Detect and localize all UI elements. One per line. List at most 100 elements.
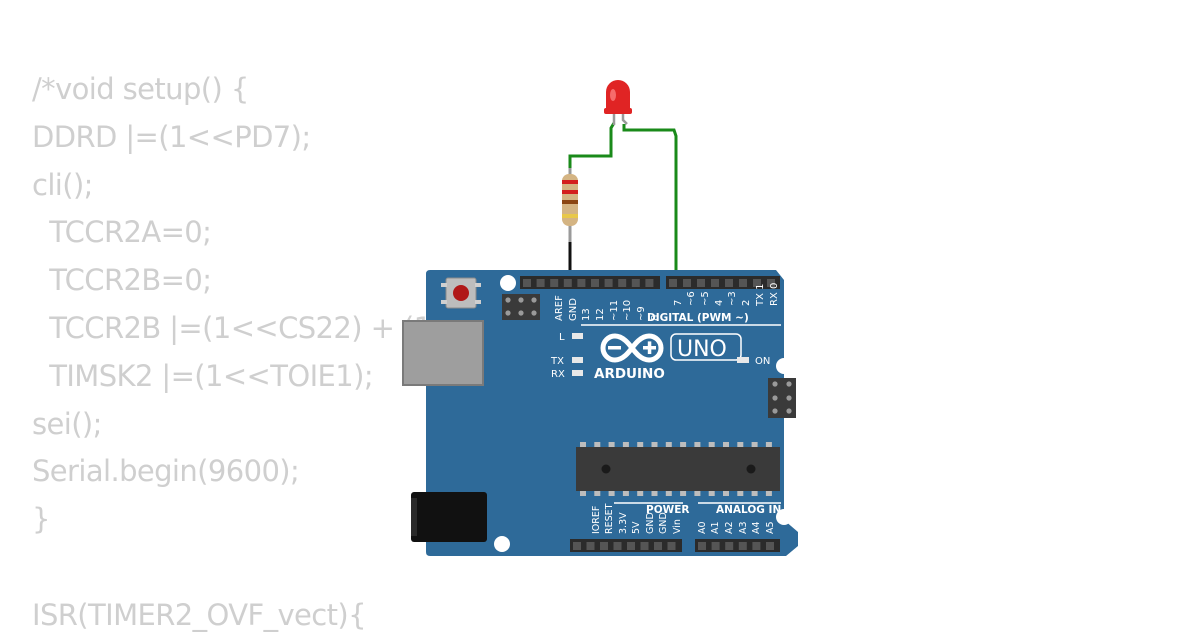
tx-led-label: TX [550, 356, 564, 367]
pin-label: 3.3V [618, 512, 629, 534]
header-pin-socket[interactable] [645, 279, 654, 287]
header-pin-socket[interactable] [739, 279, 747, 287]
header-pin-socket[interactable] [667, 542, 676, 550]
pin-label: ~9 [636, 306, 647, 321]
header-pin-socket[interactable] [600, 542, 608, 550]
header-pin-socket[interactable] [613, 542, 622, 550]
pin-label: A2 [724, 521, 735, 534]
led[interactable] [604, 80, 632, 125]
header-pin-socket[interactable] [669, 279, 677, 287]
header-pin-socket[interactable] [631, 279, 640, 287]
pin-label: 12 [595, 308, 606, 321]
digital-header-left[interactable] [520, 276, 660, 289]
header-pin-socket[interactable] [550, 279, 559, 287]
header-pin-socket[interactable] [627, 542, 635, 550]
header-pin-socket[interactable] [683, 279, 691, 287]
pin-label: RX 0 [769, 283, 780, 306]
header-pin-socket[interactable] [725, 542, 734, 550]
chip-leg [723, 442, 729, 448]
chip-leg [594, 442, 601, 448]
analog-header[interactable] [695, 539, 780, 552]
pin-label: 8 [650, 315, 661, 321]
header-pin-socket[interactable] [577, 279, 586, 287]
header-pin-socket[interactable] [752, 542, 761, 550]
pin-label: A1 [710, 521, 721, 534]
header-pin-socket[interactable] [523, 279, 531, 287]
header-pin-socket[interactable] [604, 279, 613, 287]
header-pin-socket[interactable] [725, 279, 733, 287]
digital-header-right[interactable] [666, 276, 780, 289]
header-pin-socket[interactable] [698, 542, 706, 550]
rx-led-label: RX [551, 369, 565, 380]
chip-leg [680, 442, 687, 448]
code-line: sei(); [32, 406, 102, 441]
chip-leg [751, 442, 758, 448]
pin-label: ~11 [609, 300, 620, 321]
chip-leg [751, 490, 758, 496]
header-pin-socket[interactable] [536, 279, 545, 287]
header-pin-socket[interactable] [711, 279, 719, 287]
header-pin-socket[interactable] [654, 542, 662, 550]
header-pin-socket[interactable] [767, 279, 775, 287]
header-pin-socket[interactable] [738, 542, 747, 550]
header-pin-socket[interactable] [753, 279, 761, 287]
pin-label: ~10 [622, 300, 633, 321]
chip-leg [594, 490, 601, 496]
pin-label: 7 [673, 300, 684, 306]
led-wire-to-pin7[interactable] [622, 124, 678, 283]
header-pin-socket[interactable] [711, 542, 720, 550]
chip-leg [694, 490, 701, 496]
pin-label: 5V [631, 521, 642, 534]
chip-leg [651, 490, 658, 496]
chip-leg [665, 490, 672, 496]
pin-label: RESET [604, 503, 615, 534]
chip-leg [622, 490, 629, 496]
reset-button[interactable] [441, 277, 481, 309]
chip-leg [723, 490, 729, 496]
resistor-band-4 [562, 214, 578, 218]
header-pin-socket[interactable] [640, 542, 649, 550]
chip-leg [765, 490, 772, 496]
pin-label: 13 [581, 308, 592, 321]
header-pin-socket[interactable] [766, 542, 774, 550]
header-pin-socket[interactable] [697, 279, 705, 287]
code-line: TIMSK2 |=(1<<TOIE1); [32, 358, 374, 393]
tx-led [572, 357, 583, 363]
chip-leg [651, 442, 658, 448]
pin-label: TX 1 [755, 284, 766, 308]
l-led [572, 333, 583, 339]
pin-label: A5 [765, 521, 776, 534]
led-wire-green[interactable] [568, 122, 616, 173]
power-header[interactable] [570, 539, 682, 552]
chip-leg [680, 490, 687, 496]
power-jack [411, 492, 487, 542]
header-pin-socket[interactable] [563, 279, 572, 287]
analog-label: ANALOG IN [716, 504, 781, 516]
resistor[interactable] [562, 168, 578, 242]
code-line: ISR(TIMER2_OVF_vect){ [32, 597, 367, 632]
on-led [737, 357, 749, 363]
header-pin-socket[interactable] [586, 542, 595, 550]
pin-label: IOREF [591, 506, 602, 534]
resistor-band-3 [562, 200, 578, 204]
chip-leg [737, 490, 744, 496]
header-pin-socket[interactable] [591, 279, 599, 287]
chip-leg [637, 490, 644, 496]
on-label: ON [755, 356, 770, 367]
pin-label: ~3 [727, 291, 738, 306]
chip-leg [580, 490, 586, 496]
header-pin-socket[interactable] [573, 542, 581, 550]
icsp-header-right [768, 378, 796, 418]
pin-label: GND [658, 512, 669, 534]
power-label: POWER [646, 504, 689, 516]
chip-leg [637, 442, 644, 448]
brand-label: ARDUINO [594, 366, 665, 382]
chip-leg [608, 442, 615, 448]
pin-label: ~5 [700, 291, 711, 306]
code-line: Serial.begin(9600); [32, 454, 300, 489]
model-label: UNO [677, 337, 727, 362]
header-pin-socket[interactable] [618, 279, 627, 287]
